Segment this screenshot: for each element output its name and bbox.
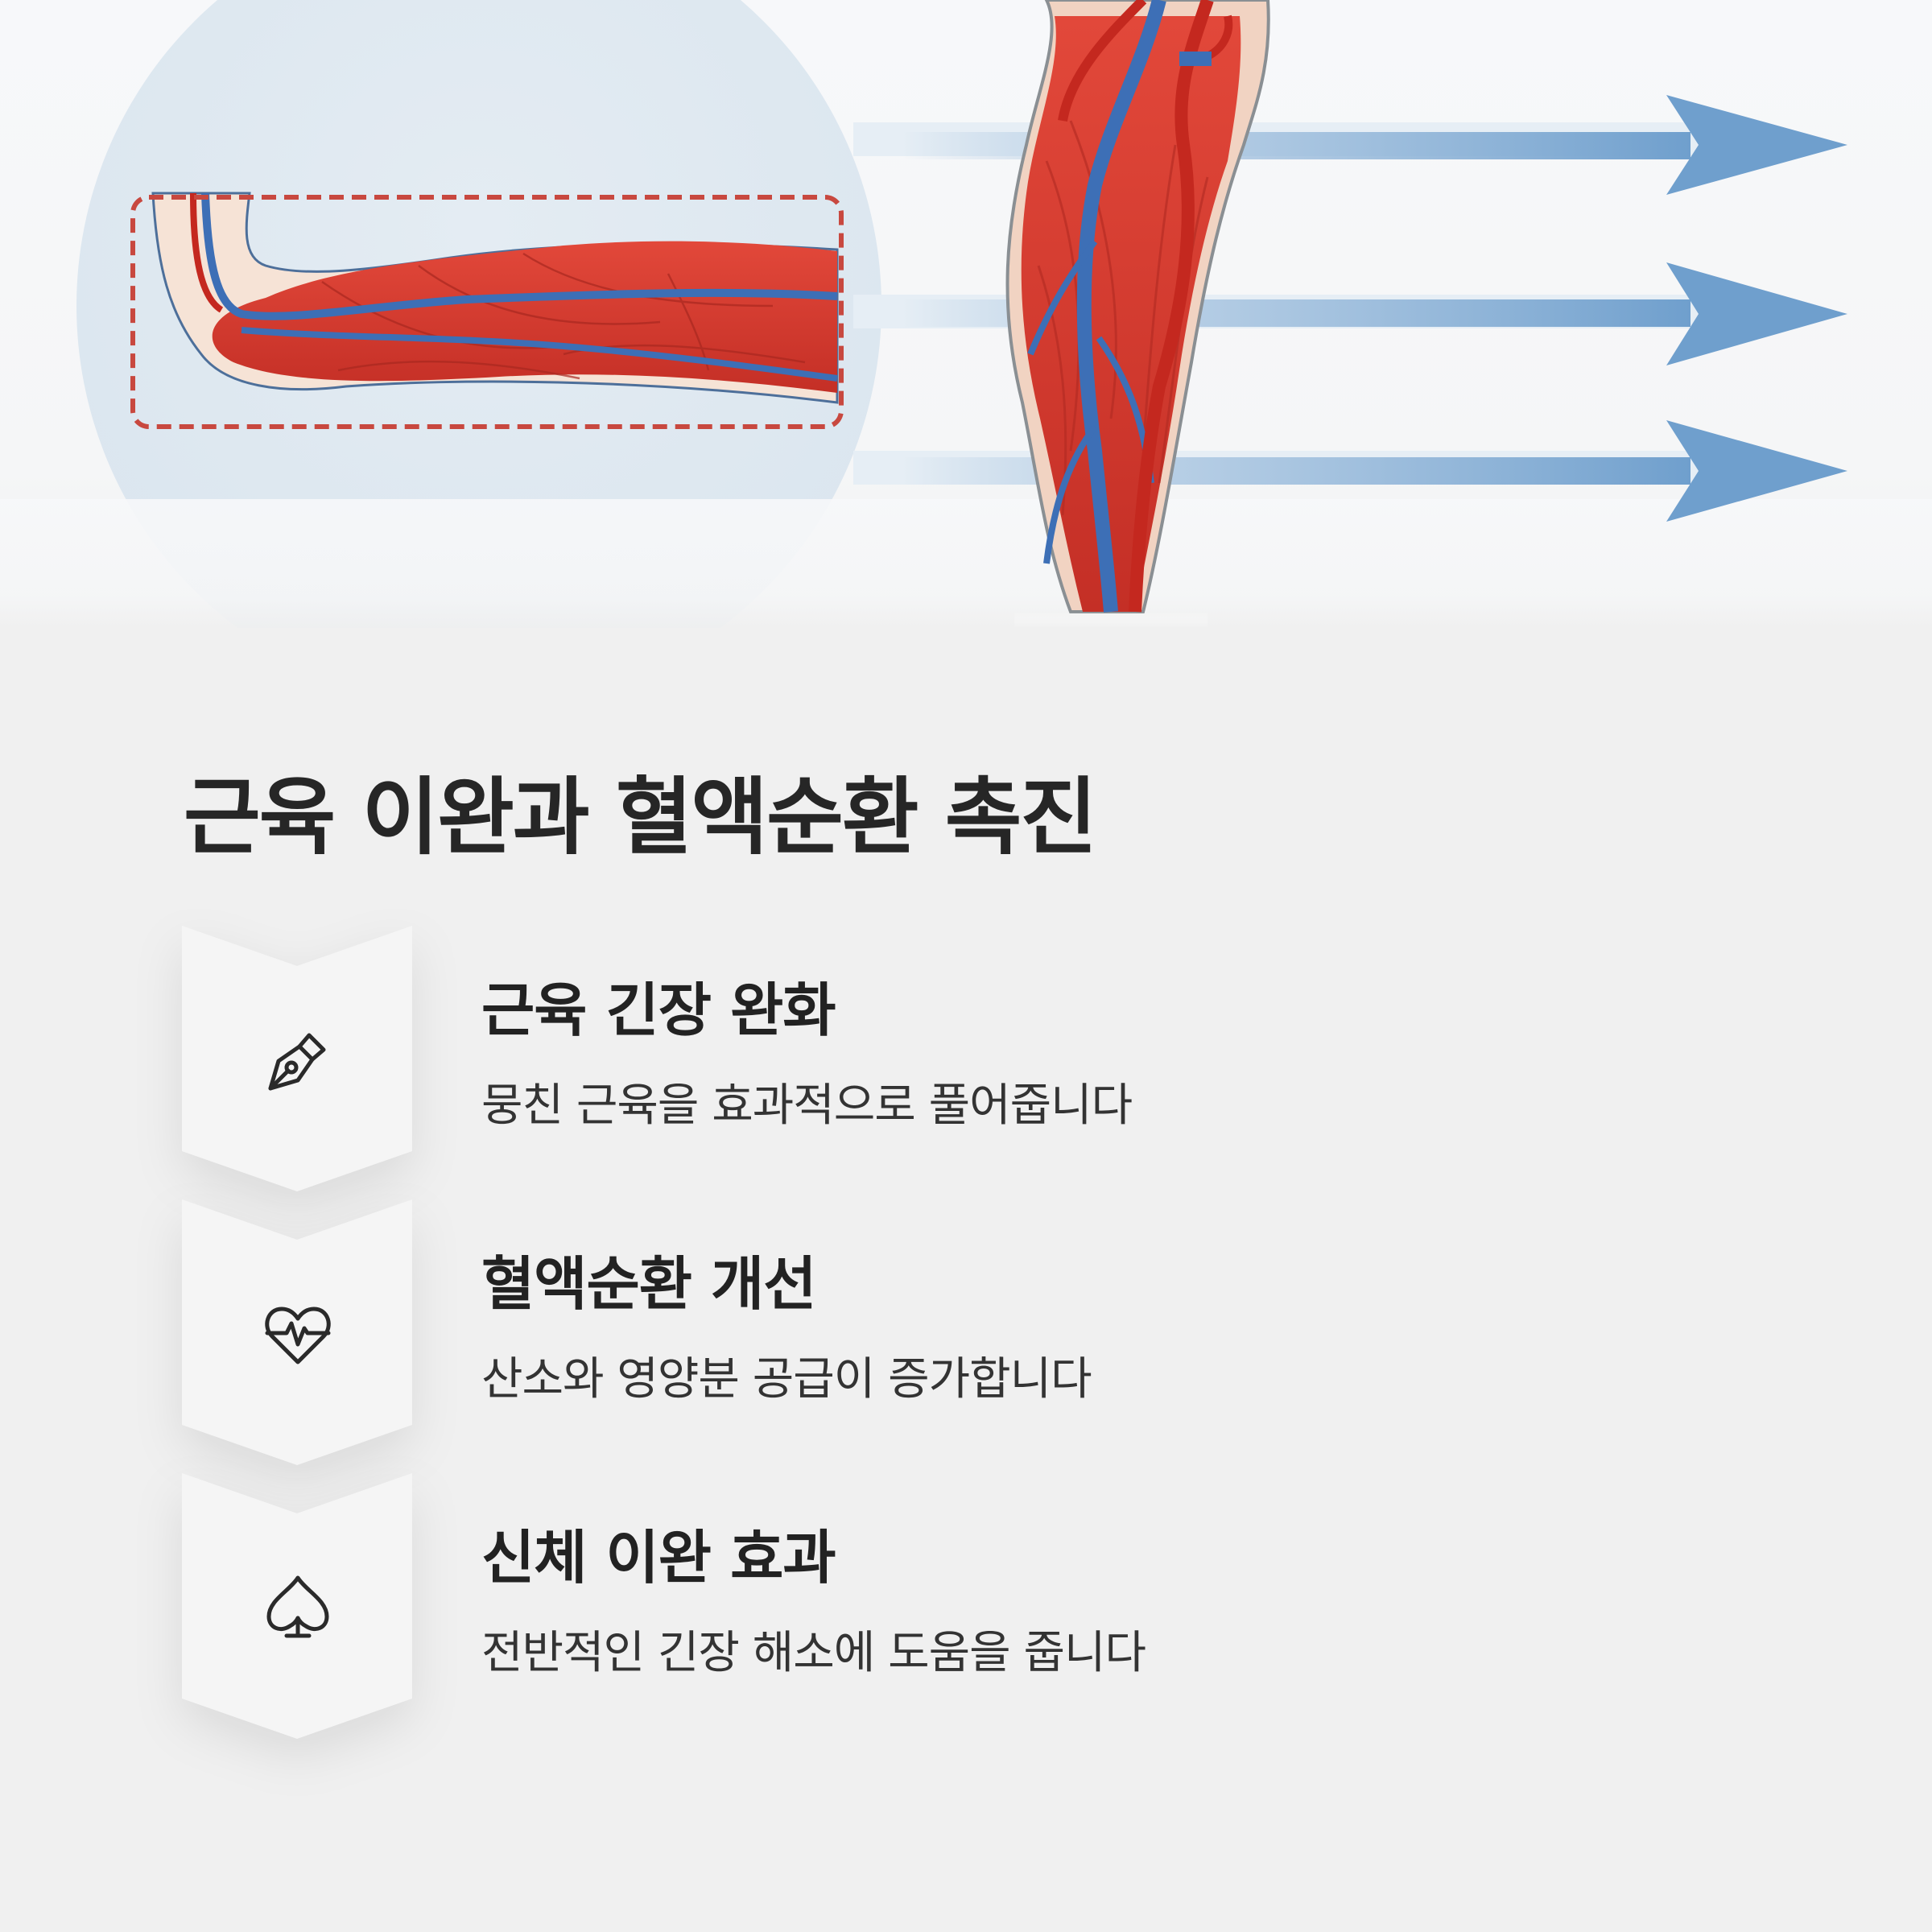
- feature-title: 신체 이완 효과: [481, 1524, 836, 1591]
- hero-illustration: [0, 0, 1932, 628]
- feature-badge: [182, 926, 412, 1191]
- feature-title: 근육 긴장 완화: [481, 976, 836, 1044]
- feature-badge: [182, 1199, 412, 1465]
- feature-description: 전반적인 긴장 해소에 도움을 줍니다: [481, 1627, 1146, 1679]
- highlight-box: [130, 195, 844, 429]
- feature-badge: [182, 1473, 412, 1739]
- feature-title: 혈액순환 개선: [481, 1250, 817, 1318]
- feature-description: 산소와 영양분 공급이 증가합니다: [481, 1353, 1092, 1406]
- pen-nib-icon: [268, 1033, 326, 1091]
- heartbeat-icon: [265, 1307, 331, 1364]
- feature-description: 뭉친 근육을 효과적으로 풀어줍니다: [481, 1080, 1133, 1132]
- zoomed-calf-illustration: [130, 192, 844, 429]
- spade-icon: [266, 1575, 329, 1638]
- page-title: 근육 이완과 혈액순환 촉진: [184, 768, 1097, 866]
- leg-anatomy-illustration: [1005, 0, 1270, 628]
